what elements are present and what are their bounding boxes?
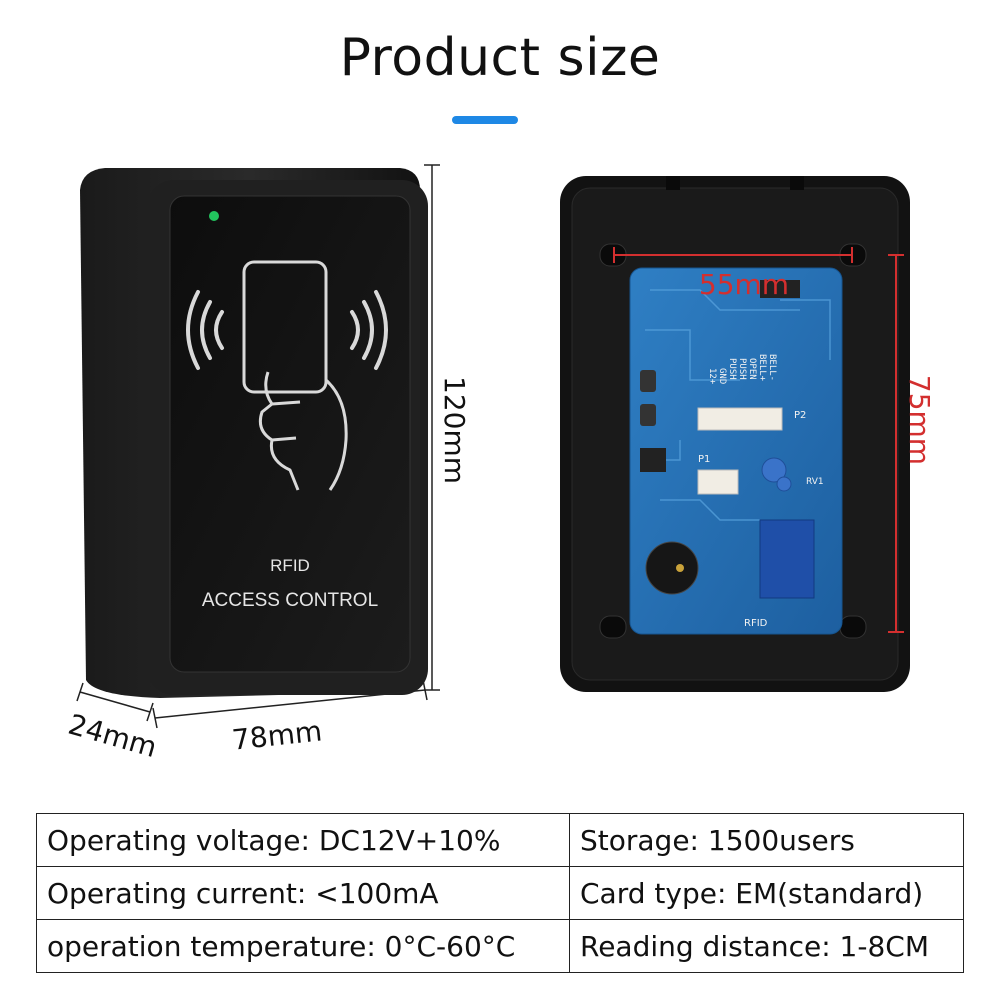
relay bbox=[759, 519, 815, 599]
terminal-label: OPEN bbox=[747, 358, 757, 380]
device-label-rfid: RFID bbox=[270, 556, 310, 575]
table-row: Operating current: <100mA Card type: EM(… bbox=[36, 866, 964, 920]
height-dimension bbox=[424, 164, 440, 691]
p2-label: P2 bbox=[794, 410, 806, 421]
terminal-label: BELL- bbox=[767, 354, 777, 381]
front-device: RFID ACCESS CONTROL bbox=[80, 168, 428, 698]
terminal-label: BELL+ bbox=[757, 354, 767, 382]
title-underline bbox=[452, 116, 518, 124]
connector-p1 bbox=[697, 469, 739, 495]
spec-cell: Operating current: <100mA bbox=[36, 866, 570, 920]
table-row: Operating voltage: DC12V+10% Storage: 15… bbox=[36, 813, 964, 867]
terminal-label: PUSH bbox=[727, 358, 737, 380]
depth-label: 24mm bbox=[65, 708, 161, 765]
p1-label: P1 bbox=[698, 454, 710, 465]
spec-cell: Storage: 1500users bbox=[569, 813, 964, 867]
width-label: 78mm bbox=[230, 714, 323, 756]
depth-dimension bbox=[76, 682, 154, 722]
rfid-waves-left-icon bbox=[186, 290, 224, 370]
mounting-holes bbox=[599, 243, 867, 639]
card-hand-icon bbox=[242, 260, 348, 491]
status-led bbox=[209, 211, 219, 221]
terminal-labels: 12+ GND PUSH PUSH OPEN BELL+ BELL- bbox=[707, 354, 777, 385]
rv1-label: RV1 bbox=[806, 477, 824, 487]
specs-table: Operating voltage: DC12V+10% Storage: 15… bbox=[36, 813, 964, 973]
hole-spacing-label: 55mm bbox=[699, 268, 789, 301]
width-dimension bbox=[152, 679, 428, 729]
vertical-spacing-dimension bbox=[888, 254, 904, 633]
spec-cell: Card type: EM(standard) bbox=[569, 866, 964, 920]
table-row: operation temperature: 0°C-60°C Reading … bbox=[36, 919, 964, 973]
front-face bbox=[169, 195, 411, 673]
product-illustration: RFID ACCESS CONTROL 120mm 78mm 24mm bbox=[65, 164, 936, 765]
spec-cell: operation temperature: 0°C-60°C bbox=[36, 919, 570, 973]
spec-cell: Reading distance: 1-8CM bbox=[569, 919, 964, 973]
device-label-access-control: ACCESS CONTROL bbox=[202, 590, 378, 611]
rfid-waves-right-icon bbox=[350, 290, 388, 370]
buzzer bbox=[645, 541, 699, 595]
page-title: Product size bbox=[339, 28, 661, 88]
board-label: RFID bbox=[744, 618, 768, 629]
height-label: 120mm bbox=[438, 376, 471, 484]
spec-cell: Operating voltage: DC12V+10% bbox=[36, 813, 570, 867]
back-device: 12+ GND PUSH PUSH OPEN BELL+ BELL- P2 P1… bbox=[560, 176, 910, 692]
terminal-label: PUSH bbox=[737, 358, 747, 380]
vertical-spacing-label: 75mm bbox=[903, 375, 936, 465]
terminal-label: 12+ bbox=[707, 368, 717, 385]
hole-spacing-dimension bbox=[613, 247, 853, 263]
terminal-label: GND bbox=[717, 368, 727, 384]
connector-p2 bbox=[697, 407, 783, 431]
pcb-chip bbox=[760, 280, 800, 298]
